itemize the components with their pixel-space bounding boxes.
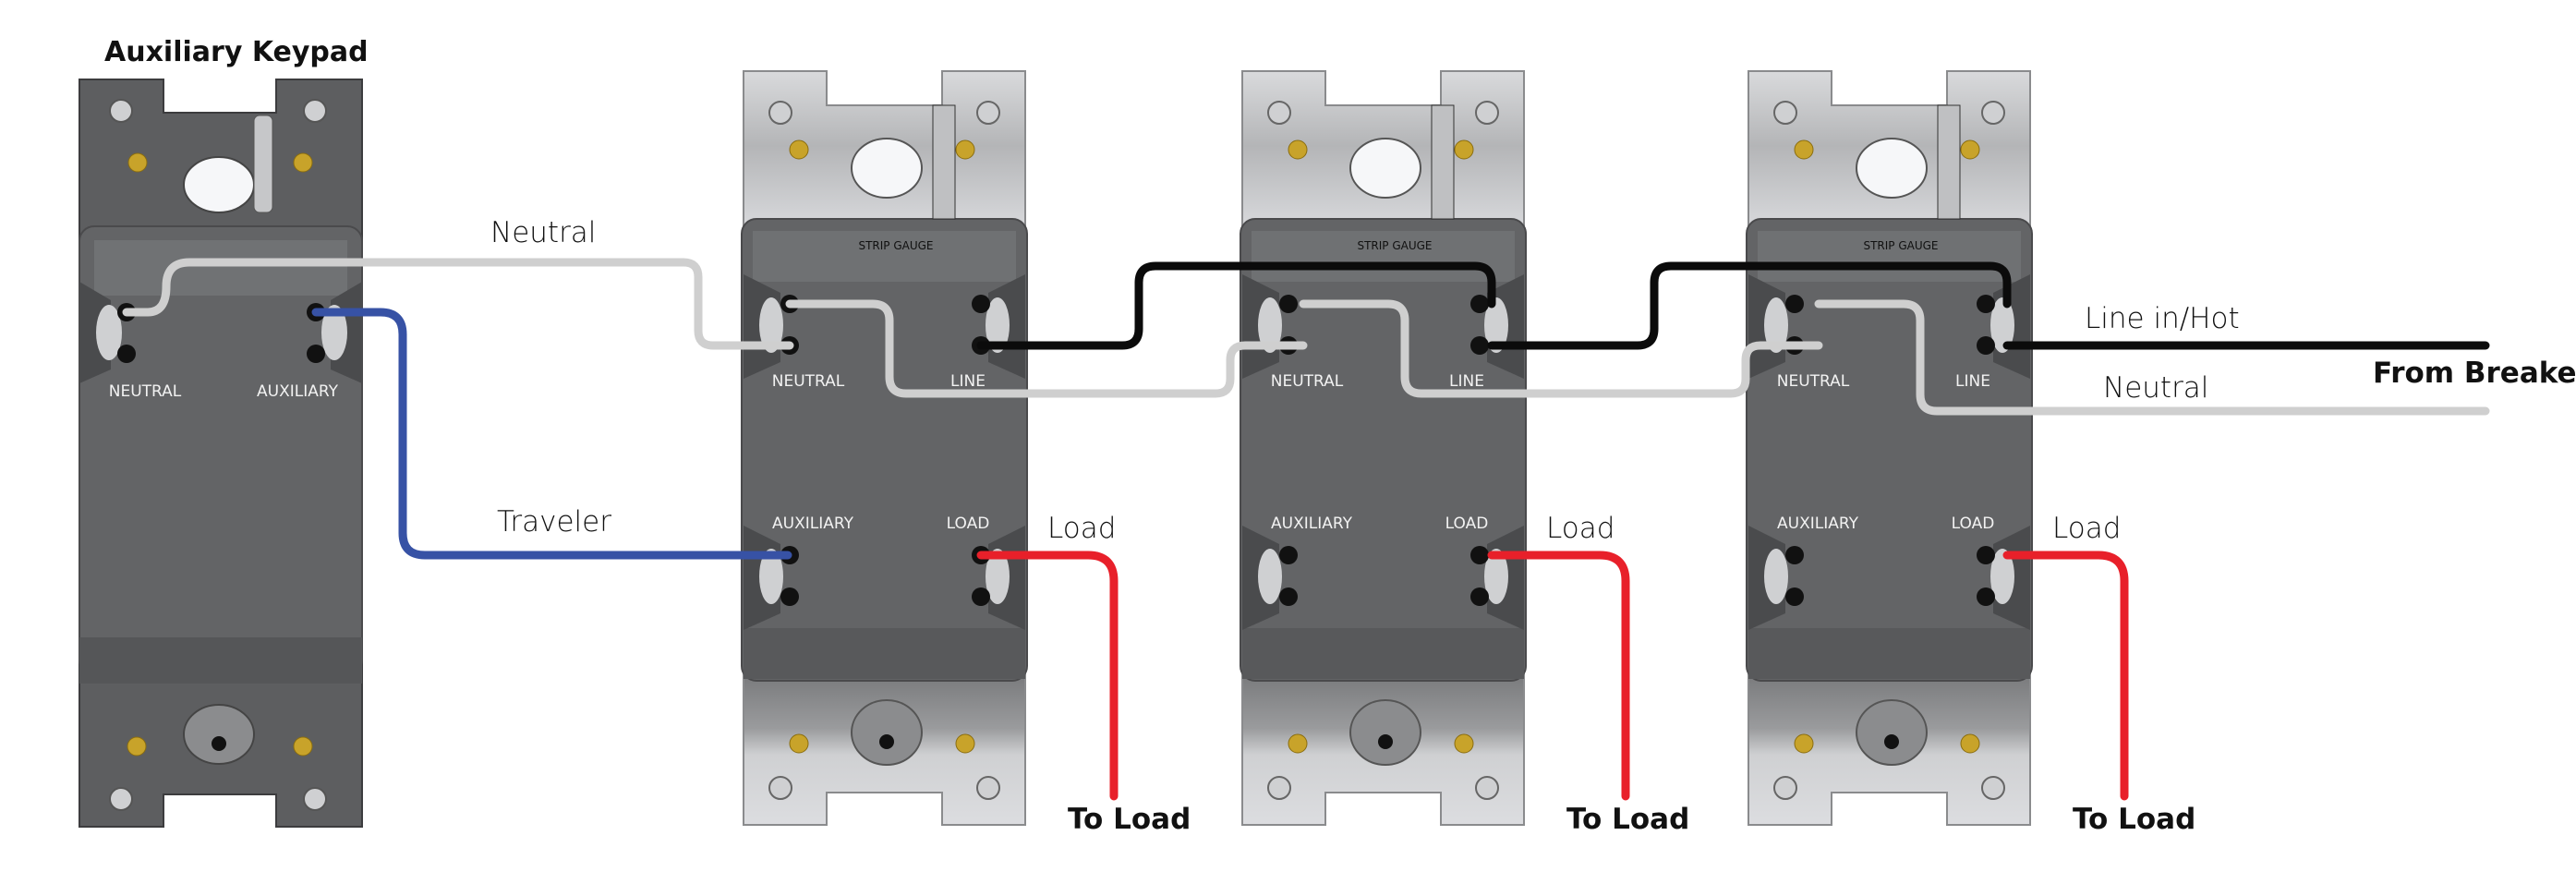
knockout-hole	[1856, 699, 1928, 766]
dimmer-line-terminal	[1977, 274, 2030, 379]
dimmer-neutral-terminal	[744, 274, 799, 379]
brass-screw-icon	[789, 139, 809, 160]
terminal-label-neutral: NEUTRAL	[772, 372, 845, 391]
incoming-neutral-label: Neutral	[2103, 371, 2208, 405]
brass-screw-icon	[1960, 139, 1980, 160]
mounting-screw-icon	[1981, 101, 2005, 125]
mounting-screw-icon	[109, 99, 133, 123]
brass-screw-icon	[955, 733, 975, 754]
to-load-label: To Load	[1566, 803, 1689, 836]
keypad-neutral-terminal	[79, 282, 136, 383]
terminal-label-neutral: NEUTRAL	[1777, 372, 1850, 391]
knockout-hole	[1349, 699, 1421, 766]
dimmer-body	[741, 218, 1028, 682]
mounting-screw-icon	[1475, 101, 1499, 125]
brass-screw-icon	[1454, 733, 1474, 754]
strip-gauge-text: STRIP GAUGE	[1863, 239, 1938, 252]
knockout-hole	[1856, 138, 1928, 199]
mounting-screw-icon	[976, 101, 1000, 125]
load-wire-dimmer-1	[976, 551, 1119, 801]
auxiliary-keypad-device: NEUTRAL AUXILIARY	[79, 79, 363, 828]
terminal-label-line: LINE	[950, 372, 986, 391]
mounting-screw-icon	[109, 787, 133, 811]
brass-screw-icon	[293, 736, 313, 757]
hot-wire-dimmer-1-to-2	[976, 261, 1496, 350]
neutral-wire-dimmer-2-to-3	[1299, 299, 1823, 398]
dimmer-auxiliary-terminal	[1242, 526, 1298, 630]
brass-screw-icon	[1794, 139, 1814, 160]
brass-screw-icon	[1794, 733, 1814, 754]
traveler-wire-label: Traveler	[497, 505, 611, 539]
brass-screw-icon	[127, 152, 148, 173]
neutral-wire-incoming	[1814, 299, 2490, 416]
dimmer-body	[1746, 218, 2033, 682]
dimmer-neutral-terminal	[1748, 274, 1804, 379]
terminal-label-load: LOAD	[1445, 515, 1489, 533]
dimmer-body	[1240, 218, 1527, 682]
strip-gauge-text: STRIP GAUGE	[858, 239, 933, 252]
brass-screw-icon	[1288, 139, 1308, 160]
brass-screw-icon	[127, 736, 147, 757]
load-wire-dimmer-2	[1487, 551, 1630, 801]
dimmer-device: STRIP GAUGE NEUTRAL LINE AUXILIARY LOAD	[741, 70, 1028, 826]
to-load-label: To Load	[1068, 803, 1191, 836]
terminal-label-auxiliary: AUXILIARY	[1777, 515, 1859, 533]
terminal-label-load: LOAD	[947, 515, 990, 533]
brass-screw-icon	[293, 152, 313, 173]
terminal-label-load: LOAD	[1952, 515, 1995, 533]
mounting-screw-icon	[1773, 101, 1797, 125]
mounting-screw-icon	[1773, 776, 1797, 800]
strip-gauge-text: STRIP GAUGE	[1357, 239, 1432, 252]
brass-screw-icon	[1960, 733, 1980, 754]
dimmer-line-terminal	[1470, 274, 1524, 379]
brass-screw-icon	[955, 139, 975, 160]
hot-wire-dimmer-2-to-3	[1487, 261, 2012, 350]
mounting-screw-icon	[1267, 101, 1291, 125]
knockout-hole	[183, 704, 255, 765]
from-breaker-label: From Breaker	[2373, 357, 2576, 390]
neutral-wire-keypad-to-dimmer-1	[122, 258, 794, 350]
load-wire-dimmer-3	[2002, 551, 2129, 801]
mounting-screw-icon	[768, 776, 792, 800]
brass-screw-icon	[1454, 139, 1474, 160]
load-wire-label: Load	[1047, 512, 1116, 545]
mounting-screw-icon	[768, 101, 792, 125]
knockout-hole	[1349, 138, 1421, 199]
neutral-wire-dimmer-1-to-2	[785, 299, 1308, 398]
mounting-screw-icon	[1267, 776, 1291, 800]
dimmer-device: STRIP GAUGE NEUTRAL LINE AUXILIARY LOAD	[1746, 70, 2033, 826]
load-wire-label: Load	[1546, 512, 1615, 545]
traveler-wire	[311, 308, 792, 560]
mounting-screw-icon	[303, 99, 327, 123]
keypad-terminal-label-auxiliary: AUXILIARY	[257, 382, 339, 401]
keypad-terminal-label-neutral: NEUTRAL	[109, 382, 182, 401]
mounting-screw-icon	[1981, 776, 2005, 800]
knockout-hole	[183, 156, 255, 213]
line-in-hot-label: Line in/Hot	[2085, 302, 2240, 335]
load-wire-label: Load	[2052, 512, 2121, 545]
brass-screw-icon	[789, 733, 809, 754]
mounting-screw-icon	[1475, 776, 1499, 800]
knockout-hole	[851, 699, 923, 766]
neutral-wire-label: Neutral	[490, 216, 596, 249]
terminal-label-line: LINE	[1449, 372, 1484, 391]
terminal-label-neutral: NEUTRAL	[1271, 372, 1344, 391]
terminal-label-line: LINE	[1955, 372, 1990, 391]
brass-screw-icon	[1288, 733, 1308, 754]
keypad-auxiliary-terminal	[307, 282, 362, 383]
terminal-label-auxiliary: AUXILIARY	[772, 515, 854, 533]
terminal-label-auxiliary: AUXILIARY	[1271, 515, 1353, 533]
dimmer-line-terminal	[972, 274, 1025, 379]
knockout-hole	[851, 138, 923, 199]
mounting-screw-icon	[976, 776, 1000, 800]
mounting-screw-icon	[303, 787, 327, 811]
dimmer-neutral-terminal	[1242, 274, 1298, 379]
dimmer-auxiliary-terminal	[1748, 526, 1804, 630]
dimmer-device: STRIP GAUGE NEUTRAL LINE AUXILIARY LOAD	[1240, 70, 1527, 826]
keypad-title: Auxiliary Keypad	[104, 36, 369, 68]
to-load-label: To Load	[2073, 803, 2195, 836]
